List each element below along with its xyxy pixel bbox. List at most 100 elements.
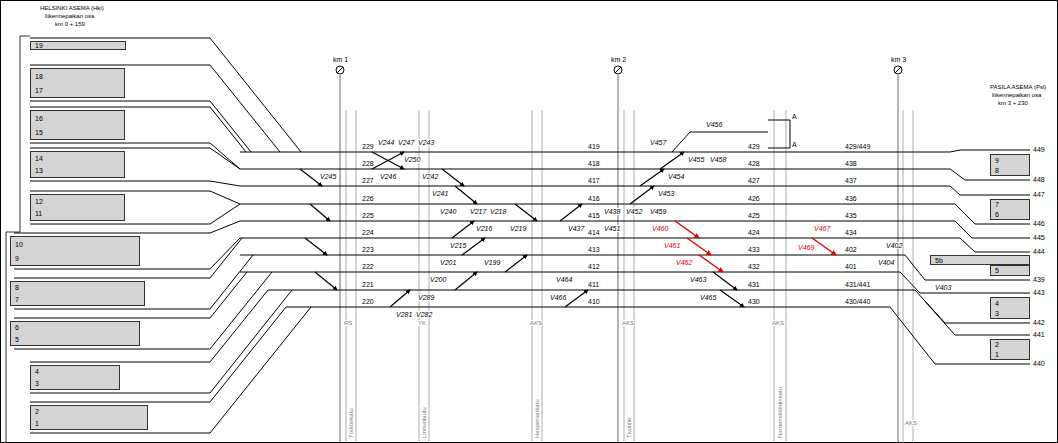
track-number: 411 bbox=[588, 281, 599, 288]
platform-number: 14 bbox=[35, 155, 120, 162]
switch-label: V289 bbox=[418, 294, 434, 301]
platform-number: 1 bbox=[995, 351, 1025, 358]
km-marker: km 3 bbox=[891, 56, 906, 63]
station-name: liikennepaikan osa bbox=[992, 92, 1041, 98]
switch-label: V201 bbox=[440, 259, 456, 266]
switch-label: V244 bbox=[378, 139, 394, 146]
track-number: 223 bbox=[362, 246, 374, 253]
platform-number: 4 bbox=[995, 300, 1025, 307]
station-name: PASILA ASEMA (Psl) bbox=[990, 84, 1046, 90]
platform-number: 3 bbox=[995, 310, 1025, 317]
switch-label: V464 bbox=[556, 276, 572, 283]
switch-label: V460 bbox=[652, 225, 668, 232]
track-number: 430 bbox=[748, 298, 760, 305]
track-number: 431 bbox=[748, 281, 760, 288]
track-number: 435 bbox=[845, 212, 857, 219]
track-number: 444 bbox=[1033, 248, 1045, 255]
platform-number: 9 bbox=[995, 157, 1025, 164]
platform-number: 16 bbox=[35, 115, 120, 122]
switch-label: V452 bbox=[626, 208, 642, 215]
platform-box: 87 bbox=[10, 281, 145, 306]
switch-label: V243 bbox=[418, 139, 434, 146]
track-number: 446 bbox=[1033, 220, 1045, 227]
station-name: km 0 + 159 bbox=[55, 21, 85, 27]
track-number: 433 bbox=[748, 246, 760, 253]
platform-number: 8 bbox=[995, 167, 1025, 174]
switch-label: V250 bbox=[404, 156, 420, 163]
platform-box: 1615 bbox=[30, 110, 125, 140]
switch-label: V455 bbox=[688, 156, 704, 163]
station-name: liikennepaikan osa bbox=[45, 13, 94, 19]
platform-box: 43 bbox=[990, 297, 1030, 319]
switch-label: V451 bbox=[604, 225, 620, 232]
switch-label: V219 bbox=[510, 225, 526, 232]
track-number: 437 bbox=[845, 177, 857, 184]
track-number: 428 bbox=[748, 160, 760, 167]
platform-number: 9 bbox=[15, 255, 135, 262]
switch-label: V456 bbox=[706, 121, 722, 128]
platform-box: 98 bbox=[990, 154, 1030, 176]
track-number: 431/441 bbox=[845, 281, 870, 288]
bridge-code: AKS bbox=[772, 320, 784, 326]
track-number: 220 bbox=[362, 298, 374, 305]
track-number: 416 bbox=[588, 195, 600, 202]
switch-label: V245 bbox=[320, 173, 336, 180]
track-number: 438 bbox=[845, 160, 857, 167]
track-number: 222 bbox=[362, 263, 374, 270]
bridge-code: AKS bbox=[530, 320, 542, 326]
switch-label: V463 bbox=[690, 276, 706, 283]
track-number: 225 bbox=[362, 212, 374, 219]
track-number: 434 bbox=[845, 229, 857, 236]
km-marker: km 1 bbox=[333, 56, 348, 63]
platform-box: 12 11 bbox=[30, 194, 125, 221]
track-number: 229 bbox=[362, 143, 374, 150]
track-number: 445 bbox=[1033, 234, 1045, 241]
track-number: 443 bbox=[1033, 289, 1045, 296]
switch-label: V242 bbox=[422, 173, 438, 180]
track-number: 442 bbox=[1033, 319, 1045, 326]
track-number: 432 bbox=[748, 263, 760, 270]
bridge-code: RS bbox=[344, 320, 352, 326]
street-name: Linnunlaulu bbox=[421, 407, 427, 438]
platform-box: 21 bbox=[30, 405, 148, 430]
switch-label: V469 bbox=[798, 244, 814, 251]
platform-number: 8 bbox=[15, 284, 140, 291]
platform-box: 10 9 bbox=[10, 236, 140, 266]
platform-number: 5 bbox=[995, 267, 1025, 274]
track-number: 418 bbox=[588, 160, 600, 167]
switch-label: V241 bbox=[432, 190, 448, 197]
track-number: 430/440 bbox=[845, 298, 870, 305]
switch-label: V403 bbox=[935, 284, 951, 291]
switch-label: V215 bbox=[450, 242, 466, 249]
platform-number: 1 bbox=[35, 420, 143, 427]
platform-number: 11 bbox=[35, 210, 120, 217]
bridge-code: AKS bbox=[622, 320, 634, 326]
platform-box: 1413 bbox=[30, 151, 125, 178]
track-number: 221 bbox=[362, 281, 374, 288]
switch-label: V216 bbox=[476, 225, 492, 232]
switch-label: V246 bbox=[380, 173, 396, 180]
track-number: 419 bbox=[588, 143, 600, 150]
platform-box: 5b bbox=[930, 255, 1030, 265]
switch-label: V462 bbox=[676, 259, 692, 266]
track-number: 413 bbox=[588, 246, 600, 253]
platform-number: 6 bbox=[15, 324, 135, 331]
platform-box: 19 bbox=[30, 41, 126, 50]
platform-number: 5b bbox=[935, 257, 1025, 264]
switch-label: V199 bbox=[484, 259, 500, 266]
switch-label: V218 bbox=[490, 208, 506, 215]
track-number: 425 bbox=[748, 212, 760, 219]
switch-label: V454 bbox=[668, 173, 684, 180]
switch-label: V247 bbox=[398, 139, 414, 146]
track-number: 417 bbox=[588, 177, 600, 184]
switch-label: V281 bbox=[396, 311, 412, 318]
platform-number: 2 bbox=[35, 408, 143, 415]
platform-number: 5 bbox=[15, 336, 135, 343]
track-number: 414 bbox=[588, 229, 600, 236]
switch-label: V438 bbox=[604, 208, 620, 215]
platform-number: 10 bbox=[15, 241, 135, 248]
track-number: 424 bbox=[748, 229, 760, 236]
platform-number: 12 bbox=[35, 198, 120, 205]
track-number: 415 bbox=[588, 212, 600, 219]
switch-label: V465 bbox=[700, 294, 716, 301]
